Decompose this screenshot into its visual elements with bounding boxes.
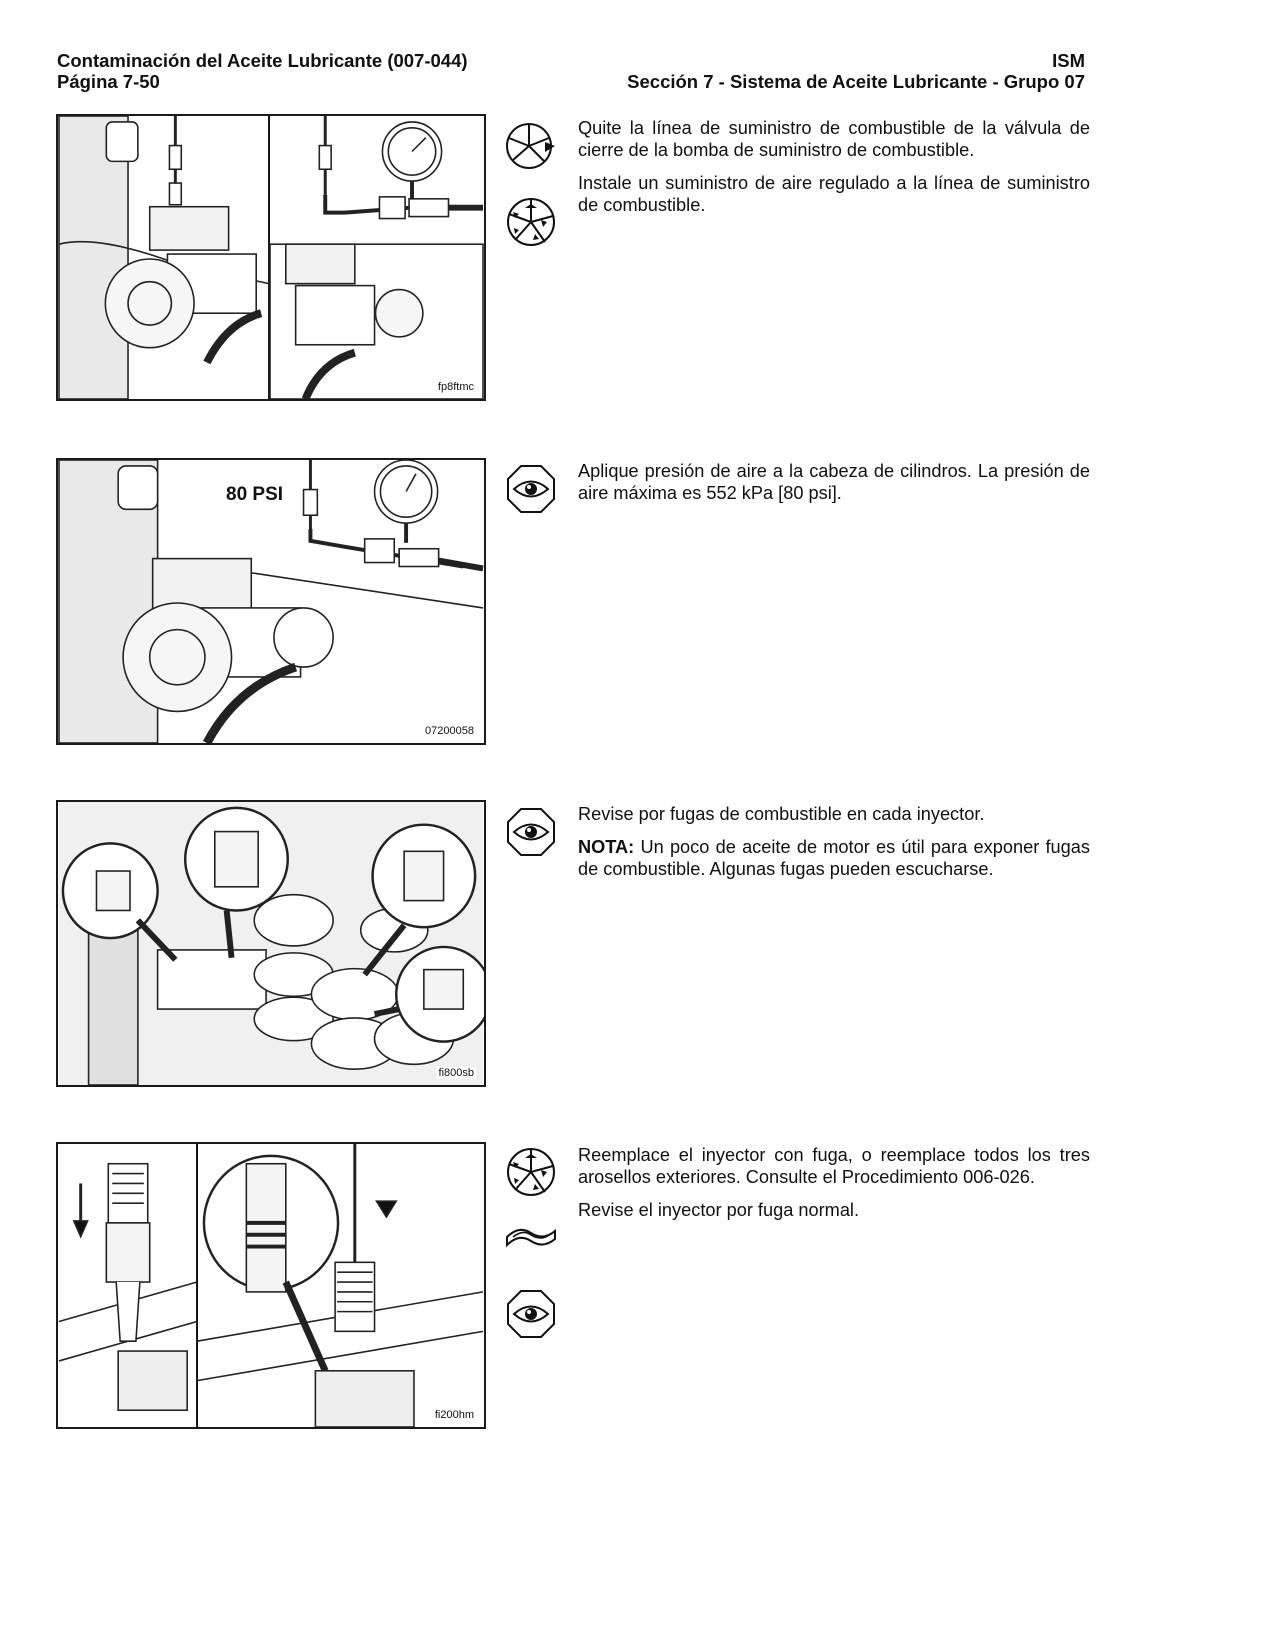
step-4-paragraph-1: Reemplace el inyector con fuga, o reempl… <box>578 1145 1090 1187</box>
engine-model: ISM <box>1052 50 1085 71</box>
note-label: NOTA: <box>578 837 635 857</box>
air-pressure-illustration <box>58 460 484 743</box>
page-number: Página 7-50 <box>57 71 160 92</box>
fuel-pump-illustration <box>58 116 484 399</box>
step-3-paragraph-1: Revise por fugas de combustible en cada … <box>578 804 985 824</box>
remove-icon <box>505 120 557 172</box>
figure-fuel-line-removal: fp8ftmc <box>56 114 486 401</box>
header-right: ISM Sección 7 - Sistema de Aceite Lubric… <box>627 50 1085 92</box>
pressure-callout: 80 PSI <box>226 484 284 505</box>
step-2-paragraph-1: Aplique presión de aire a la cabeza de c… <box>578 461 1090 503</box>
inspect-icon <box>505 463 557 515</box>
step-4-paragraph-2: Revise el inyector por fuga normal. <box>578 1200 860 1220</box>
figure-code: fi800sb <box>436 1067 476 1079</box>
step-3-text: Revise por fugas de combustible en cada … <box>578 803 1090 891</box>
section-group: Sección 7 - Sistema de Aceite Lubricante… <box>627 71 1085 92</box>
step-4-text: Reemplace el inyector con fuga, o reempl… <box>578 1144 1090 1232</box>
header-left: Contaminación del Aceite Lubricante (007… <box>57 50 468 92</box>
step-3-note: NOTA: Un poco de aceite de motor es útil… <box>578 836 1090 880</box>
figure-code: 07200058 <box>423 725 476 737</box>
injector-replacement-illustration <box>58 1144 484 1427</box>
step-1-text: Quite la línea de suministro de combusti… <box>578 117 1090 227</box>
step-1-paragraph-1: Quite la línea de suministro de combusti… <box>578 118 1090 160</box>
figure-code: fi200hm <box>432 1409 476 1421</box>
step-1-paragraph-2: Instale un suministro de aire regulado a… <box>578 173 1090 215</box>
note-text: Un poco de aceite de motor es útil para … <box>578 837 1090 879</box>
inspect-icon <box>505 1288 557 1340</box>
figure-injector-replacement: fi200hm <box>56 1142 486 1429</box>
install-icon <box>505 196 557 248</box>
figure-air-pressure: 80 PSI 07200058 <box>56 458 486 745</box>
section-title: Contaminación del Aceite Lubricante (007… <box>57 50 468 71</box>
inspect-icon <box>505 806 557 858</box>
figure-code: fp8ftmc <box>435 381 476 393</box>
lubricate-icon <box>505 1215 557 1255</box>
figure-injector-leak-check: fi800sb <box>56 800 486 1087</box>
injector-leak-illustration <box>58 802 484 1085</box>
step-2-text: Aplique presión de aire a la cabeza de c… <box>578 460 1090 515</box>
install-icon <box>505 1146 557 1198</box>
